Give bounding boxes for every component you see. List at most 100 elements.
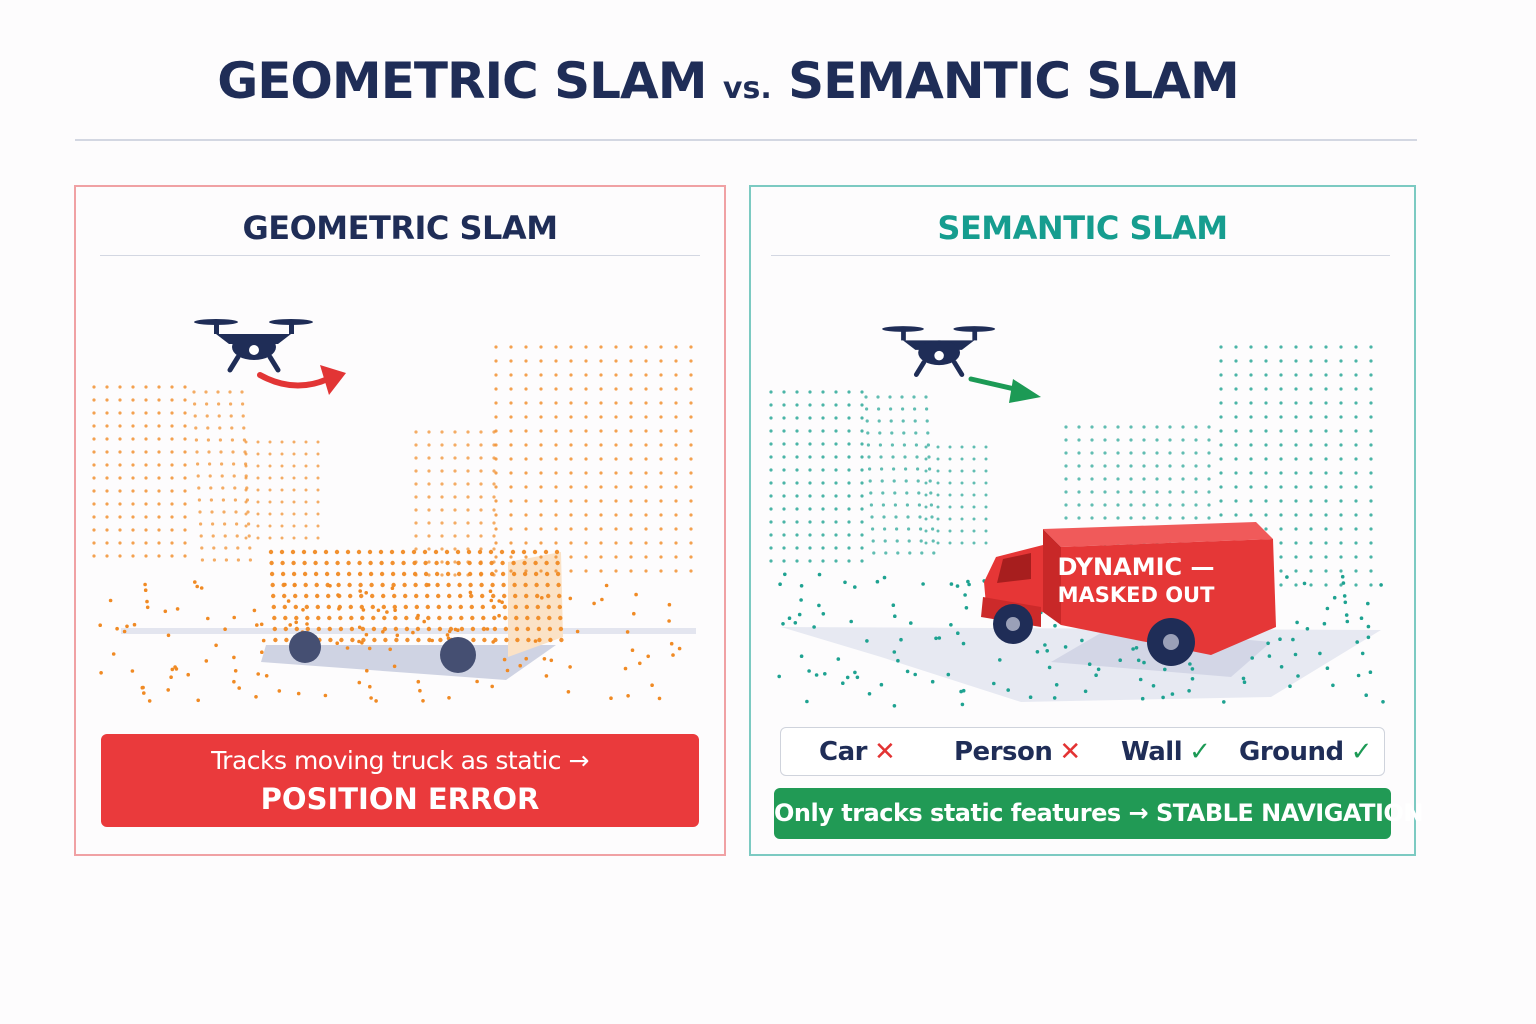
point (364, 632, 369, 637)
point (232, 615, 236, 620)
point (584, 527, 588, 531)
point (282, 593, 287, 599)
point (1168, 425, 1172, 429)
point (199, 586, 204, 590)
position-error-banner: Tracks moving truck as static → POSITION… (101, 734, 699, 827)
point (1339, 527, 1343, 531)
point (328, 584, 332, 588)
point (292, 464, 296, 468)
point (644, 457, 648, 461)
point (865, 419, 869, 423)
point (1379, 583, 1383, 587)
point (92, 515, 96, 519)
point (769, 429, 773, 433)
point (1366, 624, 1371, 629)
point (1369, 513, 1373, 517)
main-title-left: GEOMETRIC SLAM (217, 52, 707, 110)
point (92, 541, 96, 545)
point (769, 507, 773, 511)
point (294, 615, 299, 621)
point (674, 429, 678, 433)
point (539, 443, 543, 447)
point (270, 582, 275, 588)
point (847, 442, 851, 446)
point (256, 464, 260, 468)
point (492, 615, 497, 621)
point (475, 679, 479, 684)
geometric-slam-panel: GEOMETRIC SLAM Tracks moving truck as st… (74, 185, 726, 856)
point (1188, 662, 1192, 666)
point (369, 696, 373, 700)
point (946, 672, 951, 677)
point (1295, 620, 1299, 625)
point (1129, 477, 1133, 481)
point (494, 499, 498, 503)
point (469, 604, 474, 610)
point (960, 541, 964, 545)
point (1294, 415, 1298, 419)
point (847, 559, 851, 563)
point (170, 502, 174, 506)
point (1264, 387, 1268, 391)
point (479, 508, 483, 512)
point (208, 474, 212, 478)
point (118, 554, 122, 558)
point (659, 429, 663, 433)
point (1294, 541, 1298, 545)
point (930, 515, 934, 519)
point (304, 464, 308, 468)
point (689, 471, 693, 475)
point (1294, 485, 1298, 489)
point (1077, 451, 1081, 455)
point (599, 471, 603, 475)
point (1222, 700, 1226, 704)
point (539, 457, 543, 461)
point (242, 426, 246, 430)
point (492, 456, 496, 460)
point (1354, 457, 1358, 461)
point (1077, 516, 1081, 520)
point (430, 638, 435, 643)
point (209, 498, 213, 502)
point (847, 494, 851, 498)
point (1369, 359, 1373, 363)
point (821, 494, 825, 498)
point (92, 385, 96, 389)
point (599, 457, 603, 461)
point (170, 489, 174, 493)
point (1366, 601, 1370, 606)
point (183, 411, 187, 415)
point (232, 679, 236, 684)
point (466, 495, 470, 499)
point (925, 407, 929, 411)
point (659, 415, 663, 419)
point (200, 558, 204, 562)
point (614, 373, 618, 377)
point (867, 692, 872, 696)
point (1064, 451, 1068, 455)
point (1035, 650, 1040, 654)
point (131, 476, 135, 480)
point (843, 580, 847, 585)
point (554, 485, 558, 489)
point (335, 571, 341, 577)
point (105, 450, 109, 454)
point (880, 479, 884, 483)
point (194, 426, 198, 430)
point (629, 513, 633, 517)
point (913, 672, 917, 677)
point (416, 679, 421, 684)
point (1309, 555, 1313, 559)
point (334, 549, 340, 555)
point (470, 615, 475, 621)
point (1368, 670, 1373, 674)
point (659, 471, 663, 475)
point (629, 541, 633, 545)
point (1090, 425, 1094, 429)
point (490, 684, 495, 689)
point (1083, 689, 1088, 694)
point (427, 521, 431, 525)
point (916, 479, 920, 483)
point (847, 520, 851, 524)
point (509, 401, 513, 405)
